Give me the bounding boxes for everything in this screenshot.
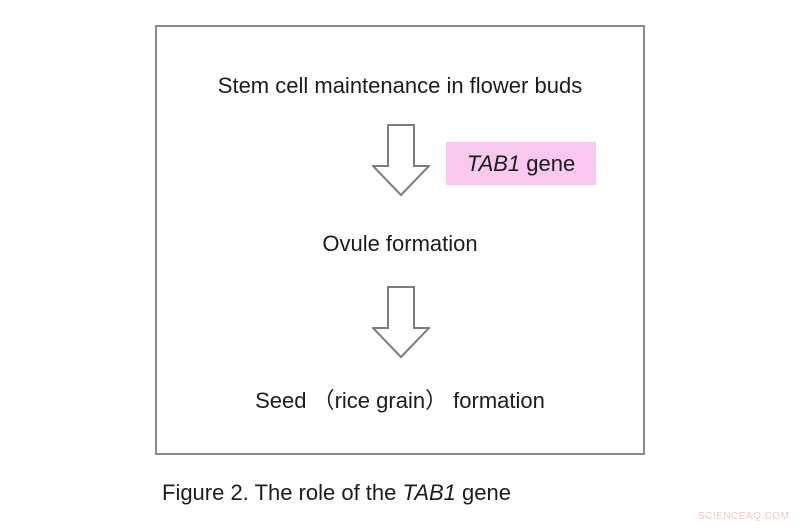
caption-prefix: Figure 2. The role of the [162,480,403,505]
down-arrow-icon [372,286,430,359]
gene-name-italic: TAB1 [466,150,521,176]
node-seed-formation: Seed （rice grain） formation [255,388,545,413]
node-stem-cell-maintenance: Stem cell maintenance in flower buds [217,73,583,98]
caption-gene-italic: TAB1 [402,480,456,505]
caption-suffix: gene [455,480,511,505]
node-ovule-formation: Ovule formation [322,231,478,256]
watermark: SCIENCEAQ.COM [698,511,790,522]
gene-label-suffix: gene [520,150,576,176]
diagram-frame [155,25,645,455]
tab1-gene-tag: TAB1 gene [446,142,596,185]
down-arrow-icon [372,124,430,197]
figure-caption: Figure 2. The role of the TAB1 gene [162,480,511,506]
